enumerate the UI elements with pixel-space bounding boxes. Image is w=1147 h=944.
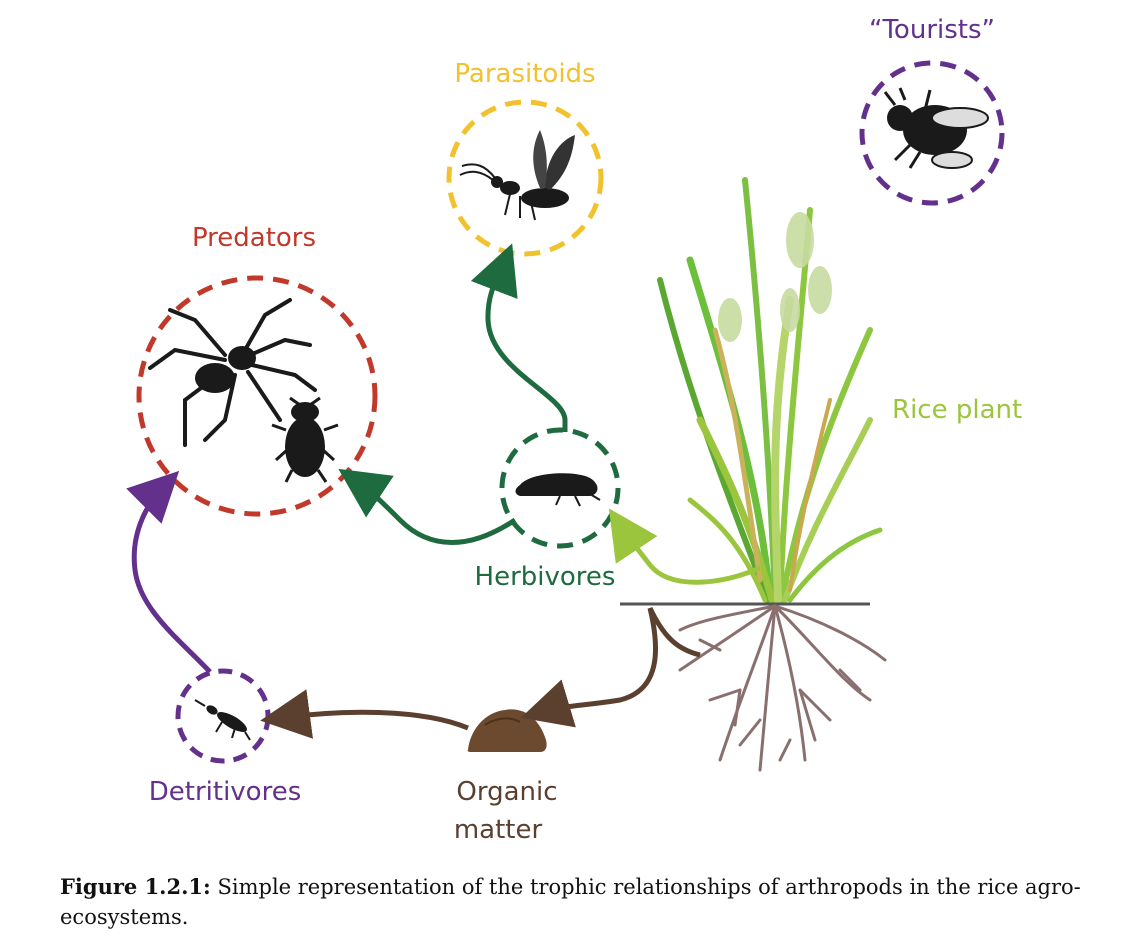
arrow-herbivores-to-parasitoids [470, 243, 568, 432]
roots-icon [678, 604, 887, 772]
label-organic-matter-line1: Organic [456, 777, 557, 807]
label-rice-plant: Rice plant [892, 395, 1022, 425]
arrow-rice-to-herbivores [608, 508, 761, 585]
label-parasitoids: Parasitoids [454, 59, 595, 89]
wasp-icon [459, 130, 575, 221]
tourists-circle [859, 60, 1005, 206]
caption-label: Figure 1.2.1: [60, 874, 211, 899]
label-herbivores: Herbivores [475, 562, 616, 592]
herbivores-circle [499, 427, 621, 549]
figure-caption: Figure 1.2.1: Simple representation of t… [60, 872, 1110, 932]
label-organic-matter-line2: matter [454, 815, 543, 845]
bug-icon [271, 396, 339, 483]
label-detritivores: Detritivores [149, 777, 302, 807]
label-tourists: “Tourists” [869, 15, 995, 45]
arrow-plant-branch [647, 606, 701, 658]
fly-icon [883, 87, 989, 169]
rice-plant-icon [657, 177, 883, 604]
parasitoids-circle [446, 99, 604, 257]
arrow-organic-to-detritivores [260, 689, 469, 739]
soil-mound-icon [467, 709, 547, 752]
arrow-herbivores-to-predators [338, 468, 517, 545]
beetle-icon [194, 699, 251, 741]
label-predators: Predators [192, 223, 316, 253]
leafhopper-icon [515, 473, 601, 507]
spider-icon [148, 298, 317, 447]
arrow-detritivores-to-predators [126, 470, 212, 674]
caption-text: Simple representation of the trophic rel… [60, 875, 1081, 929]
arrow-plant-to-organic [520, 607, 659, 728]
predators-circle [136, 275, 378, 517]
